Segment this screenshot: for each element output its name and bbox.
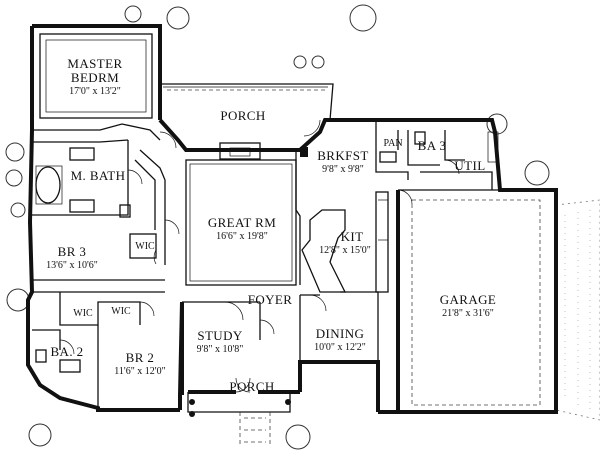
room-size-brkfst: 9'8" x 9'8" — [322, 164, 364, 175]
room-label-study: STUDY — [197, 328, 243, 343]
bathtub-icon — [35, 166, 61, 204]
room-label-ba2: BA. 2 — [50, 344, 83, 359]
room-label-pan: PAN — [383, 138, 402, 149]
sink-icon — [69, 199, 95, 213]
sink-icon — [69, 147, 95, 161]
bath-fixtures — [35, 131, 426, 373]
driveway-texture — [555, 199, 600, 421]
tree-icon — [349, 4, 377, 32]
porch-top-outline — [159, 82, 334, 121]
room-size-br3: 13'6" x 10'6" — [46, 260, 98, 271]
room-label-br2: BR 2 — [126, 350, 155, 365]
doors — [59, 119, 460, 393]
room-size-study: 9'8" x 10'8" — [197, 344, 244, 355]
room-label-brkfst: BRKFST — [317, 148, 369, 163]
room-label-util: UTIL — [454, 158, 485, 173]
tree-icon — [166, 6, 190, 30]
room-size-dining: 10'0" x 12'2" — [314, 342, 366, 353]
tree-icon — [124, 5, 142, 23]
room-label-dining: DINING — [316, 326, 365, 341]
room-size-kit: 12'8" x 15'0" — [319, 245, 371, 256]
tree-icon — [10, 202, 26, 218]
room-label-br3: BR 3 — [58, 244, 87, 259]
tree-icon — [486, 113, 508, 135]
room-size-br2: 11'6" x 12'0" — [114, 366, 165, 377]
sink-icon — [379, 151, 397, 163]
toilet-icon — [35, 349, 47, 363]
tree-icon — [6, 288, 30, 312]
room-label-master-line1: MASTER — [67, 56, 122, 71]
room-label-porch-bottom: PORCH — [229, 379, 274, 394]
room-label-porch-top: PORCH — [220, 108, 265, 123]
toilet-icon — [119, 204, 131, 218]
toilet-icon — [414, 131, 426, 145]
room-size-garage: 21'8" x 31'6" — [442, 308, 494, 319]
room-label-garage: GARAGE — [440, 292, 497, 307]
room-label-wic-br3: WIC — [135, 241, 155, 252]
tree-icon — [311, 55, 325, 69]
tree-icon — [5, 142, 25, 162]
interior-walls — [32, 33, 541, 412]
room-label-kit: KIT — [341, 229, 364, 244]
room-label-master-line2: BEDRM — [71, 70, 119, 85]
room-size-master: 17'0" x 13'2" — [69, 86, 121, 97]
room-label-wic-left: WIC — [73, 308, 93, 319]
room-label-wic-right: WIC — [111, 306, 131, 317]
tree-icon — [28, 423, 52, 447]
room-labels: MASTER BEDRM 17'0" x 13'2" PORCH BRKFST … — [46, 56, 496, 394]
porch-bottom-outline — [187, 392, 291, 445]
room-label-great: GREAT RM — [208, 215, 276, 230]
sink-icon — [59, 359, 81, 373]
tree-icon — [5, 169, 23, 187]
landscape-trees — [5, 4, 550, 450]
tree-icon — [293, 55, 307, 69]
tree-icon — [285, 424, 311, 450]
room-size-great: 16'6" x 19'8" — [216, 231, 268, 242]
room-label-ba3: BA 3 — [418, 138, 447, 153]
tree-icon — [524, 160, 550, 186]
room-label-mbath: M. BATH — [71, 168, 126, 183]
room-label-foyer: FOYER — [248, 292, 293, 307]
